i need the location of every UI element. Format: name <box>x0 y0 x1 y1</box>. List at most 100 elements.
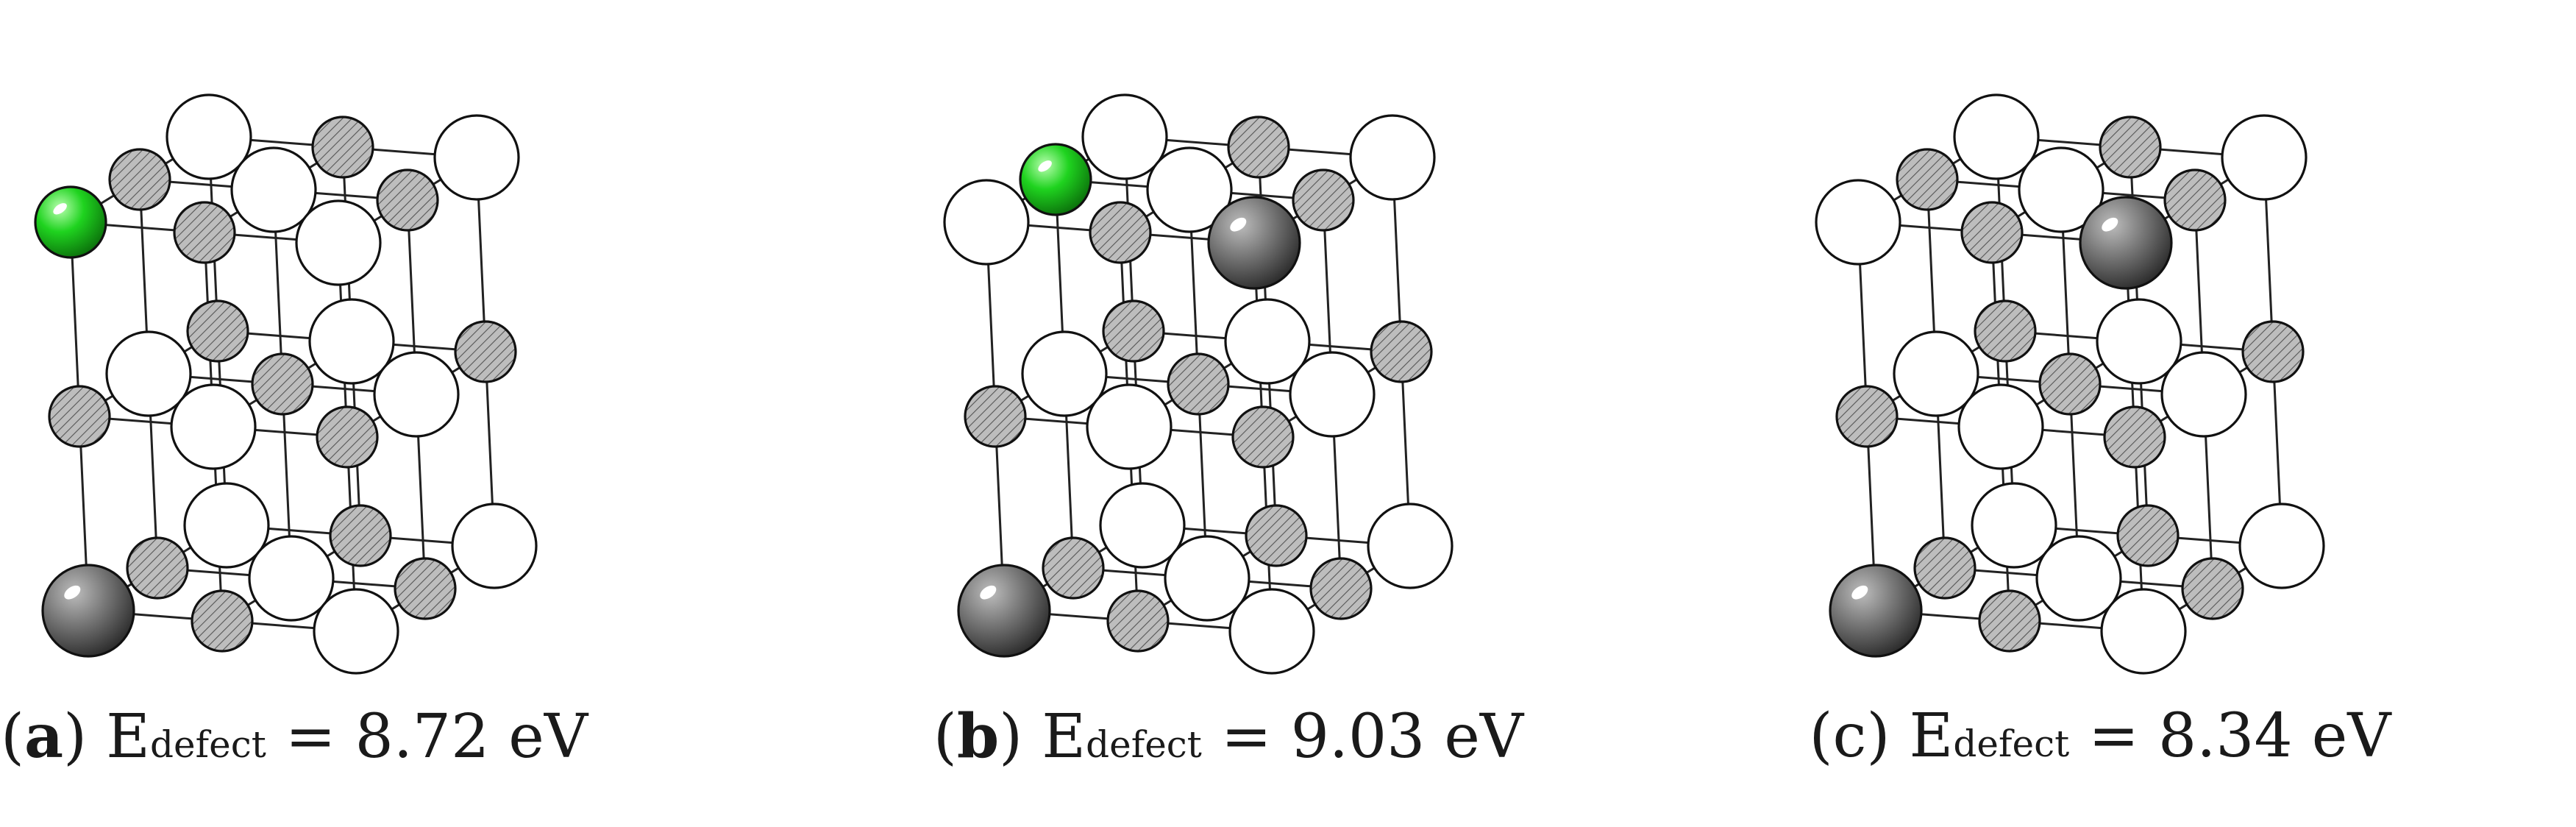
energy-symbol: E <box>1042 702 1086 772</box>
anion-hatched-atom <box>2181 557 2244 620</box>
anion-hatched-atom <box>1974 299 2037 363</box>
anion-hatched-atom <box>1102 299 1165 363</box>
cation-white-atom <box>308 298 395 385</box>
cation-white-atom <box>1146 146 1233 233</box>
cation-white-atom <box>2096 298 2182 385</box>
caption-close-paren: ) <box>1866 701 1890 771</box>
cation-white-atom <box>170 383 257 470</box>
anion-hatched-atom <box>1309 557 1373 620</box>
caption-close-paren: ) <box>999 702 1023 772</box>
cation-white-atom <box>943 179 1030 266</box>
energy-value: = 9.03 eV <box>1220 702 1524 772</box>
cation-white-atom <box>1228 588 1315 675</box>
energy-symbol: E <box>106 702 151 772</box>
cation-white-atom <box>2238 503 2325 589</box>
cation-white-atom <box>2160 351 2247 438</box>
cation-white-atom <box>1893 330 1979 417</box>
cation-white-atom <box>248 535 335 622</box>
anion-hatched-atom <box>1106 589 1170 653</box>
anion-hatched-atom <box>454 320 517 383</box>
caption-letter: c <box>1832 701 1867 771</box>
cation-white-atom <box>2221 114 2308 201</box>
anion-hatched-atom <box>1245 504 1308 567</box>
anion-hatched-atom <box>964 385 1027 448</box>
anion-hatched-atom <box>1227 116 1290 179</box>
dopant-gray-atom <box>1829 564 1923 658</box>
caption-panel-c: (c) Edefect = 8.34 eV <box>1732 706 2468 767</box>
cation-white-atom <box>1099 482 1186 569</box>
anion-hatched-atom <box>186 299 249 363</box>
cation-white-atom <box>2018 146 2104 233</box>
anion-hatched-atom <box>1231 405 1295 469</box>
cation-white-atom <box>295 199 382 286</box>
anion-hatched-atom <box>1835 385 1899 448</box>
caption-open-paren: ( <box>933 702 957 772</box>
anion-hatched-atom <box>1978 589 2041 653</box>
cation-white-atom <box>451 503 538 589</box>
dopant-green-atom <box>1019 143 1092 216</box>
anion-hatched-atom <box>2103 405 2166 469</box>
anion-hatched-atom <box>1960 201 2024 264</box>
cation-white-atom <box>313 588 399 675</box>
cation-white-atom <box>1086 383 1173 470</box>
cation-white-atom <box>1953 93 2040 180</box>
crystal-lattice-panel-b <box>943 93 1454 675</box>
energy-symbol: E <box>1909 701 1954 771</box>
caption-open-paren: ( <box>1809 701 1833 771</box>
dopant-gray-atom <box>2079 196 2173 290</box>
energy-value: = 8.34 eV <box>2088 701 2391 771</box>
dopant-gray-atom <box>1207 196 1301 290</box>
anion-hatched-atom <box>1292 168 1355 232</box>
cation-white-atom <box>2100 588 2187 675</box>
caption-letter: a <box>24 701 64 772</box>
energy-value: = 8.72 eV <box>285 702 588 772</box>
cation-white-atom <box>1367 503 1454 589</box>
anion-hatched-atom <box>376 168 439 232</box>
anion-hatched-atom <box>1089 201 1152 264</box>
crystal-lattice-panel-a <box>34 93 538 675</box>
anion-hatched-atom <box>311 116 374 179</box>
cation-white-atom <box>1815 179 1901 266</box>
dopant-gray-atom <box>957 564 1051 658</box>
cation-white-atom <box>230 146 317 233</box>
anion-hatched-atom <box>173 201 236 264</box>
anion-hatched-atom <box>2038 352 2102 416</box>
cation-white-atom <box>1349 114 1436 201</box>
anion-hatched-atom <box>316 405 379 469</box>
cation-white-atom <box>1971 482 2057 569</box>
dopant-green-atom <box>34 185 107 259</box>
anion-hatched-atom <box>126 536 189 600</box>
anion-hatched-atom <box>1913 536 1977 600</box>
cation-white-atom <box>1289 351 1376 438</box>
crystal-lattice-panel-c <box>1815 93 2325 675</box>
anion-hatched-atom <box>1167 352 1230 416</box>
anion-hatched-atom <box>48 385 111 448</box>
cation-white-atom <box>433 114 520 201</box>
cation-white-atom <box>373 351 460 438</box>
anion-hatched-atom <box>1370 320 1433 383</box>
anion-hatched-atom <box>2163 168 2227 232</box>
anion-hatched-atom <box>251 352 314 416</box>
anion-hatched-atom <box>2099 116 2162 179</box>
caption-open-paren: ( <box>0 702 24 772</box>
energy-subscript: defect <box>1086 723 1202 766</box>
caption-panel-b: (b) Edefect = 9.03 eV <box>861 706 1596 767</box>
caption-panel-a: (a) Edefect = 8.72 eV <box>0 706 662 767</box>
caption-letter: b <box>956 701 1000 772</box>
energy-subscript: defect <box>150 723 266 766</box>
anion-hatched-atom <box>1896 148 1959 211</box>
cation-white-atom <box>1224 298 1311 385</box>
cation-white-atom <box>183 482 270 569</box>
cation-white-atom <box>105 330 192 417</box>
cation-white-atom <box>1957 383 2044 470</box>
anion-hatched-atom <box>2116 504 2180 567</box>
cation-white-atom <box>1081 93 1168 180</box>
anion-hatched-atom <box>108 148 171 211</box>
cation-white-atom <box>166 93 252 180</box>
anion-hatched-atom <box>191 589 254 653</box>
anion-hatched-atom <box>2241 320 2305 383</box>
energy-subscript: defect <box>1953 723 2070 765</box>
anion-hatched-atom <box>329 504 392 567</box>
anion-hatched-atom <box>394 557 457 620</box>
